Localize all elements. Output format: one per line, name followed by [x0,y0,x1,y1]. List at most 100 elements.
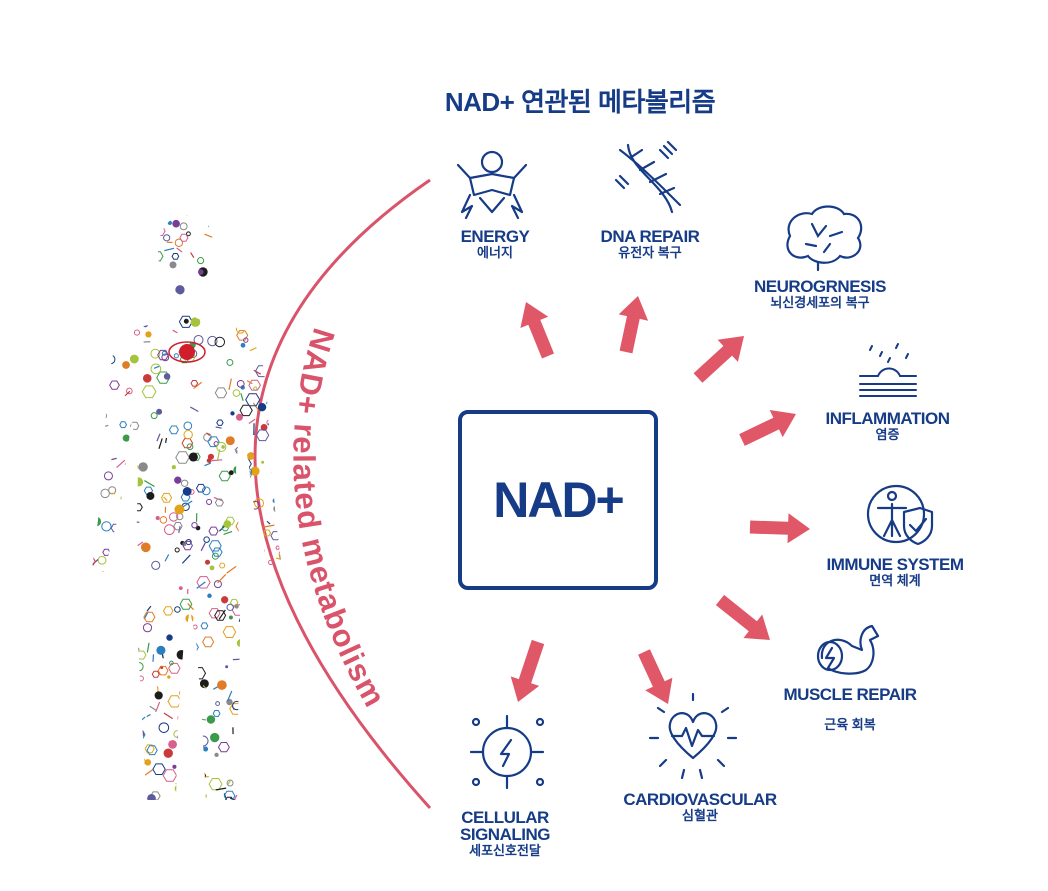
molecule-glyph [275,635,282,646]
molecule-glyph [100,684,111,693]
label-inflammation-en: INFLAMMATION [825,409,951,428]
molecule-glyph [169,261,177,269]
molecule-glyph [99,220,111,230]
molecule-glyph [154,225,166,236]
molecule-glyph [284,726,290,731]
molecule-glyph [207,301,212,307]
molecule-glyph [127,523,137,533]
label-energy-ko: 에너지 [477,245,513,260]
molecule-glyph [248,657,254,662]
molecule-glyph [183,318,189,324]
molecule-glyph [87,354,91,363]
molecule-glyph [269,783,278,793]
molecule-glyph [96,299,106,310]
molecule-glyph [270,576,278,584]
skin-inflammation-icon [859,343,917,397]
molecule-glyph [228,615,233,620]
molecule-glyph [278,529,282,538]
molecule-glyph [199,679,209,689]
molecule-glyph [128,452,136,459]
molecule-glyph [273,235,282,246]
molecule-glyph [208,540,222,552]
molecule-glyph [254,681,260,687]
molecule-glyph [101,702,111,712]
molecule-glyph [207,593,212,599]
molecule-glyph [209,565,215,571]
molecule-glyph [246,556,252,562]
molecule-glyph [122,361,130,369]
molecule-glyph [197,744,205,752]
molecule-glyph [236,772,247,781]
molecule-glyph [278,609,282,616]
molecule-glyph [206,498,213,505]
molecule-glyph [183,708,190,715]
molecule-glyph [188,628,194,634]
molecule-glyph [107,596,118,606]
molecule-glyph [190,252,195,259]
molecule-glyph [131,755,147,768]
molecule-glyph [224,304,230,314]
molecule-glyph [219,562,226,569]
molecule-glyph [270,283,277,290]
molecule-glyph [126,387,133,395]
molecule-glyph [253,689,258,694]
molecule-glyph [236,639,245,648]
molecule-glyph [119,652,125,658]
molecule-glyph [248,755,253,765]
molecule-glyph [232,230,240,237]
molecule-glyph [128,510,132,517]
molecule-glyph [163,496,168,502]
molecule-glyph [135,278,149,290]
molecule-glyph [272,498,278,504]
molecule-glyph [214,498,224,507]
molecule-glyph [207,453,215,460]
molecule-glyph [92,255,107,269]
arrow-muscle-repair [715,594,770,640]
molecule-glyph [174,476,182,484]
molecule-glyph [202,775,209,778]
molecule-glyph [212,710,221,717]
molecule-glyph [111,282,123,292]
molecule-glyph [277,710,282,719]
molecule-glyph [100,424,109,429]
molecule-glyph [100,488,110,499]
molecule-glyph [226,779,234,787]
molecule-glyph [186,443,194,451]
molecule-glyph [151,670,160,678]
molecule-glyph [192,624,198,630]
molecule-glyph [245,393,261,407]
molecule-glyph [221,445,225,449]
molecule-glyph [94,680,103,688]
molecule-glyph [103,281,111,284]
molecule-glyph [223,237,231,245]
molecule-glyph [107,302,117,312]
molecule-glyph [208,608,221,619]
molecule-glyph [284,368,291,375]
molecule-glyph [248,379,261,391]
molecule-glyph [226,698,233,706]
molecule-glyph [261,304,273,315]
molecule-glyph [95,607,105,617]
molecule-glyph [106,256,112,261]
molecule-glyph [164,554,170,562]
molecule-glyph [128,773,136,781]
molecule-glyph [259,599,262,611]
molecule-glyph [145,272,155,281]
molecule-glyph [146,713,151,718]
molecule-glyph [142,623,153,633]
molecule-glyph [173,522,183,531]
arrow-neurogenesis [693,336,744,383]
arrow-energy [520,302,554,359]
molecule-glyph [96,571,111,584]
molecule-glyph [174,504,185,515]
molecule-glyph [180,479,189,487]
molecule-glyph [232,700,242,711]
molecule-glyph [243,337,249,343]
molecule-glyph [136,729,145,738]
molecule-glyph [245,625,254,633]
molecule-glyph [156,371,171,384]
molecule-glyph [290,305,294,310]
molecule-glyph [120,495,126,501]
